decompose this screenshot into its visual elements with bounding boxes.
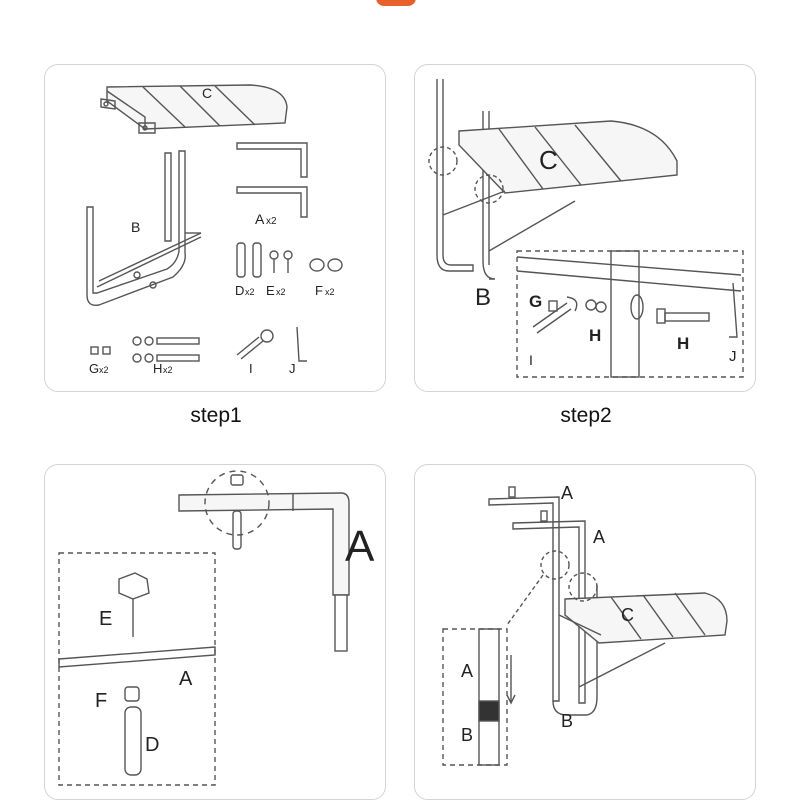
- part-qty-D: x2: [245, 287, 255, 297]
- part-label-F: F: [95, 690, 107, 712]
- part-qty-H: x2: [163, 365, 173, 375]
- step3-diagram: A E A F D: [58, 470, 375, 786]
- part-label-A-detail: A: [461, 661, 473, 681]
- part-label-I: I: [529, 352, 533, 368]
- part-label-H: H: [153, 361, 162, 376]
- part-label-G: G: [89, 361, 99, 376]
- part-label-E: E: [266, 283, 275, 298]
- part-label-C: C: [539, 145, 558, 175]
- part-label-A-top: A: [561, 483, 573, 503]
- step1-panel: C B A x2 D x2 E x2 F x2 G x2 H x2 I J: [44, 64, 386, 392]
- part-label-B: B: [475, 284, 491, 311]
- step3-panel: A E A F D: [44, 464, 386, 800]
- part-label-A-large: A: [345, 522, 375, 571]
- step1-diagram: C B A x2 D x2 E x2 F x2 G x2 H x2 I J: [86, 84, 343, 376]
- part-label-B-detail: B: [461, 725, 473, 745]
- part-qty-F: x2: [325, 287, 335, 297]
- part-label-I: I: [249, 361, 253, 376]
- step4-diagram: A A C B A B: [442, 483, 728, 766]
- part-label-D: D: [235, 283, 244, 298]
- part-label-H-left: H: [589, 326, 601, 345]
- part-label-J: J: [729, 348, 737, 365]
- part-label-G: G: [529, 292, 542, 311]
- part-label-C: C: [202, 85, 212, 101]
- part-label-A: A: [179, 668, 193, 690]
- part-label-E: E: [99, 608, 112, 630]
- step2-panel: C B G H H I J: [414, 64, 756, 392]
- part-label-F: F: [315, 283, 323, 298]
- part-label-C: C: [621, 605, 634, 625]
- part-label-J: J: [289, 361, 296, 376]
- part-label-B: B: [131, 219, 140, 235]
- step2-caption: step2: [560, 404, 612, 427]
- step1-caption: step1: [190, 404, 242, 427]
- part-label-A-middle: A: [593, 527, 605, 547]
- part-qty-E: x2: [276, 287, 286, 297]
- part-label-B-frame: B: [561, 711, 573, 731]
- step2-diagram: C B G H H I J: [428, 79, 744, 378]
- part-label-D: D: [145, 734, 159, 756]
- part-label-H-right: H: [677, 334, 689, 353]
- part-qty-G: x2: [99, 365, 109, 375]
- step4-panel: A A C B A B: [414, 464, 756, 800]
- part-label-A: A: [255, 211, 265, 227]
- accent-tab: [376, 0, 416, 6]
- part-qty-A: x2: [266, 216, 277, 227]
